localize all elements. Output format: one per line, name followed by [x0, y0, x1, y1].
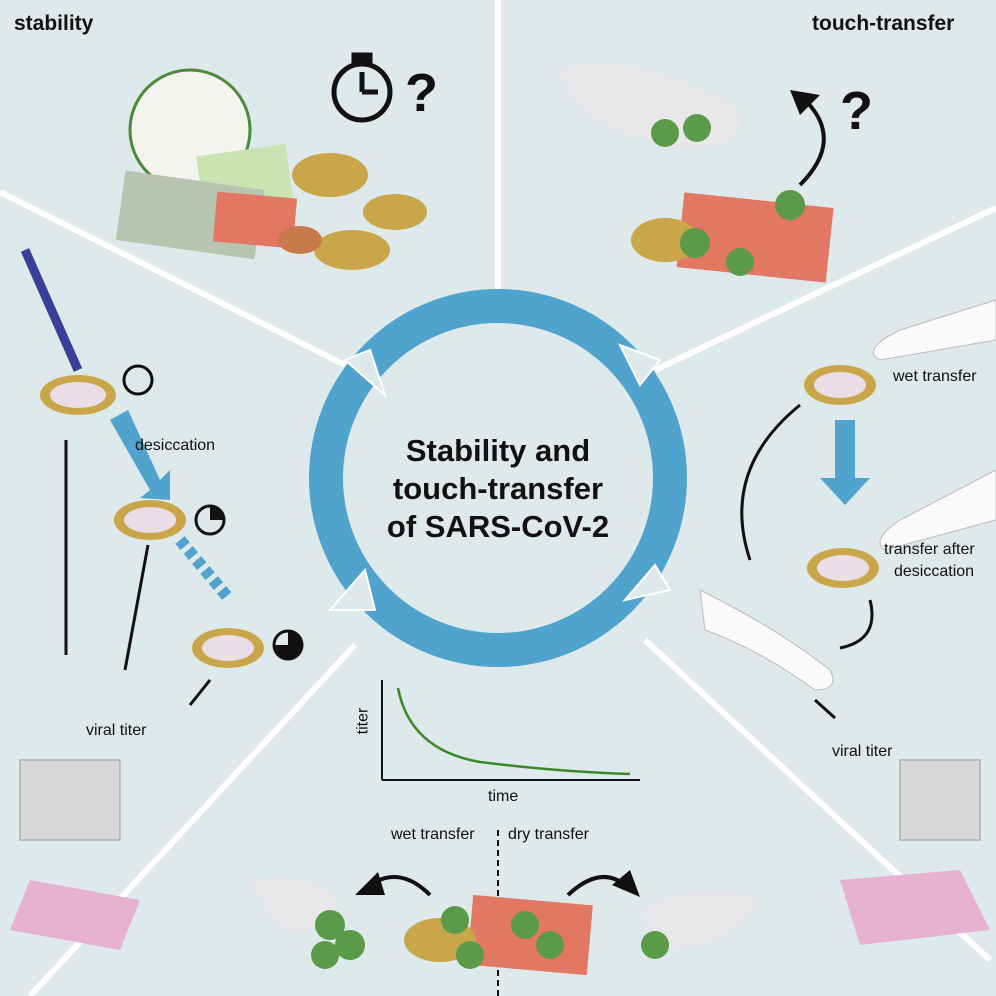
money-illustration-stability	[115, 144, 427, 270]
stability-heading: stability	[14, 12, 94, 35]
bottom-wet-transfer-label: wet transfer	[391, 826, 475, 843]
money-illustration-transfer	[560, 63, 834, 283]
touch-transfer-workflow	[699, 299, 996, 945]
viral-titer-label-left: viral titer	[86, 722, 147, 739]
touch-transfer-heading: touch-transfer	[812, 12, 955, 35]
stopwatch-icon	[331, 52, 393, 123]
plot-x-label: time	[488, 788, 519, 805]
stability-workflow	[10, 248, 304, 950]
title-line-2: touch-transfer	[392, 471, 604, 506]
title-line-3: of SARS-CoV-2	[386, 509, 610, 544]
title-line-1: Stability and	[405, 433, 591, 468]
plot-y-label: titer	[354, 707, 372, 735]
transfer-after-label: transfer after	[884, 541, 975, 558]
bottom-dry-transfer-label: dry transfer	[508, 826, 589, 843]
transfer-question-mark: ?	[840, 81, 873, 141]
wet-transfer-label: wet transfer	[893, 368, 977, 385]
cycle-ring	[309, 289, 687, 667]
titer-decay-plot	[381, 680, 640, 781]
viral-titer-label-right: viral titer	[832, 743, 893, 760]
bottom-transfer-illustration	[250, 830, 760, 996]
ring-arrow-notches	[327, 343, 672, 611]
center-title: Stability and touch-transfer of SARS-CoV…	[348, 432, 648, 546]
titer-curve	[396, 687, 631, 776]
stability-question-mark: ?	[405, 63, 438, 123]
desiccation-label: desiccation	[135, 437, 216, 454]
desiccation-label-right: desiccation	[894, 563, 975, 580]
